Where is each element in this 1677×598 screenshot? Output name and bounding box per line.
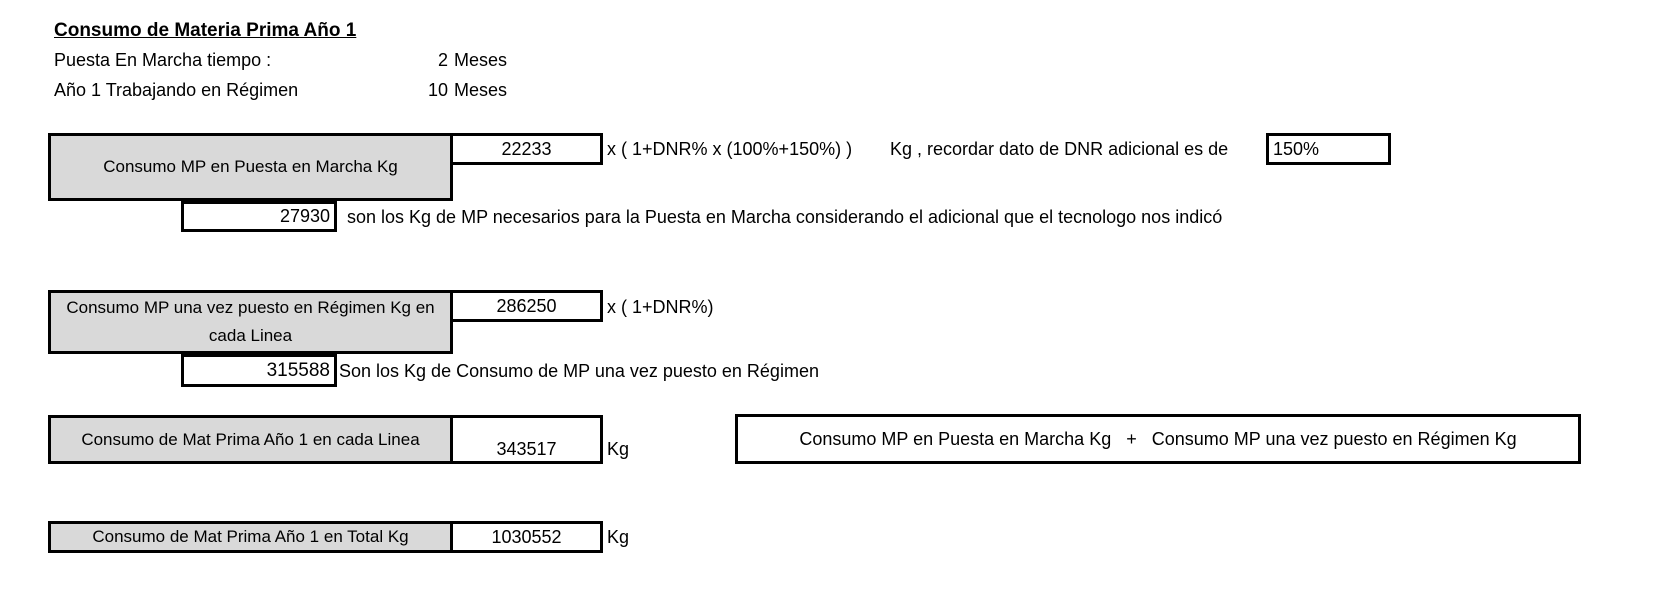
regimen-base-cell[interactable]: 286250 bbox=[450, 290, 603, 322]
linea-unit: Kg bbox=[607, 439, 630, 459]
total-label-box: Consumo de Mat Prima Año 1 en Total Kg bbox=[48, 521, 453, 553]
puesta-base-cell[interactable]: 22233 bbox=[450, 133, 603, 165]
puesta-result-cell[interactable]: 27930 bbox=[181, 201, 337, 232]
linea-value-cell[interactable]: 343517 bbox=[450, 415, 603, 464]
regimen-result-cell[interactable]: 315588 bbox=[181, 354, 337, 387]
regimen-formula: x ( 1+DNR%) bbox=[607, 297, 714, 317]
puesta-label: Consumo MP en Puesta en Marcha Kg bbox=[103, 157, 398, 176]
puesta-result-text: son los Kg de MP necesarios para la Pues… bbox=[347, 207, 1223, 227]
linea-label-box: Consumo de Mat Prima Año 1 en cada Linea bbox=[48, 415, 453, 464]
regimen-result-text: Son los Kg de Consumo de MP una vez pues… bbox=[339, 361, 819, 381]
regimen-result-value: 315588 bbox=[266, 359, 330, 381]
regimen-time-unit: Meses bbox=[454, 80, 508, 100]
regimen-label-box: Consumo MP una vez puesto en Régimen Kg … bbox=[48, 290, 453, 354]
total-unit: Kg bbox=[607, 527, 630, 547]
puesta-formula: x ( 1+DNR% x (100%+150%) ) bbox=[607, 139, 853, 159]
puesta-time-value: 2 bbox=[437, 50, 448, 70]
puesta-note: Kg , recordar dato de DNR adicional es d… bbox=[890, 139, 1229, 159]
regimen-base-value: 286250 bbox=[496, 295, 557, 316]
puesta-result-value: 27930 bbox=[279, 206, 330, 226]
puesta-label-box: Consumo MP en Puesta en Marcha Kg bbox=[48, 133, 453, 201]
puesta-base-value: 22233 bbox=[501, 138, 552, 159]
total-value: 1030552 bbox=[491, 526, 562, 547]
linea-label: Consumo de Mat Prima Año 1 en cada Linea bbox=[81, 429, 420, 449]
regimen-label: Consumo MP una vez puesto en Régimen Kg … bbox=[66, 298, 435, 345]
puesta-time-label: Puesta En Marcha tiempo : bbox=[54, 50, 272, 70]
sum-formula: Consumo MP en Puesta en Marcha Kg + Cons… bbox=[799, 428, 1517, 449]
sum-formula-box: Consumo MP en Puesta en Marcha Kg + Cons… bbox=[735, 414, 1581, 464]
total-label: Consumo de Mat Prima Año 1 en Total Kg bbox=[92, 527, 409, 546]
regimen-time-value: 10 bbox=[427, 80, 448, 100]
dnr-cell[interactable]: 150% bbox=[1266, 133, 1391, 165]
dnr-value: 150% bbox=[1273, 138, 1320, 159]
page-title: Consumo de Materia Prima Año 1 bbox=[54, 20, 357, 41]
linea-value: 343517 bbox=[496, 439, 557, 459]
total-value-cell[interactable]: 1030552 bbox=[450, 521, 603, 553]
puesta-time-unit: Meses bbox=[454, 50, 508, 70]
regimen-time-label: Año 1 Trabajando en Régimen bbox=[54, 80, 299, 100]
